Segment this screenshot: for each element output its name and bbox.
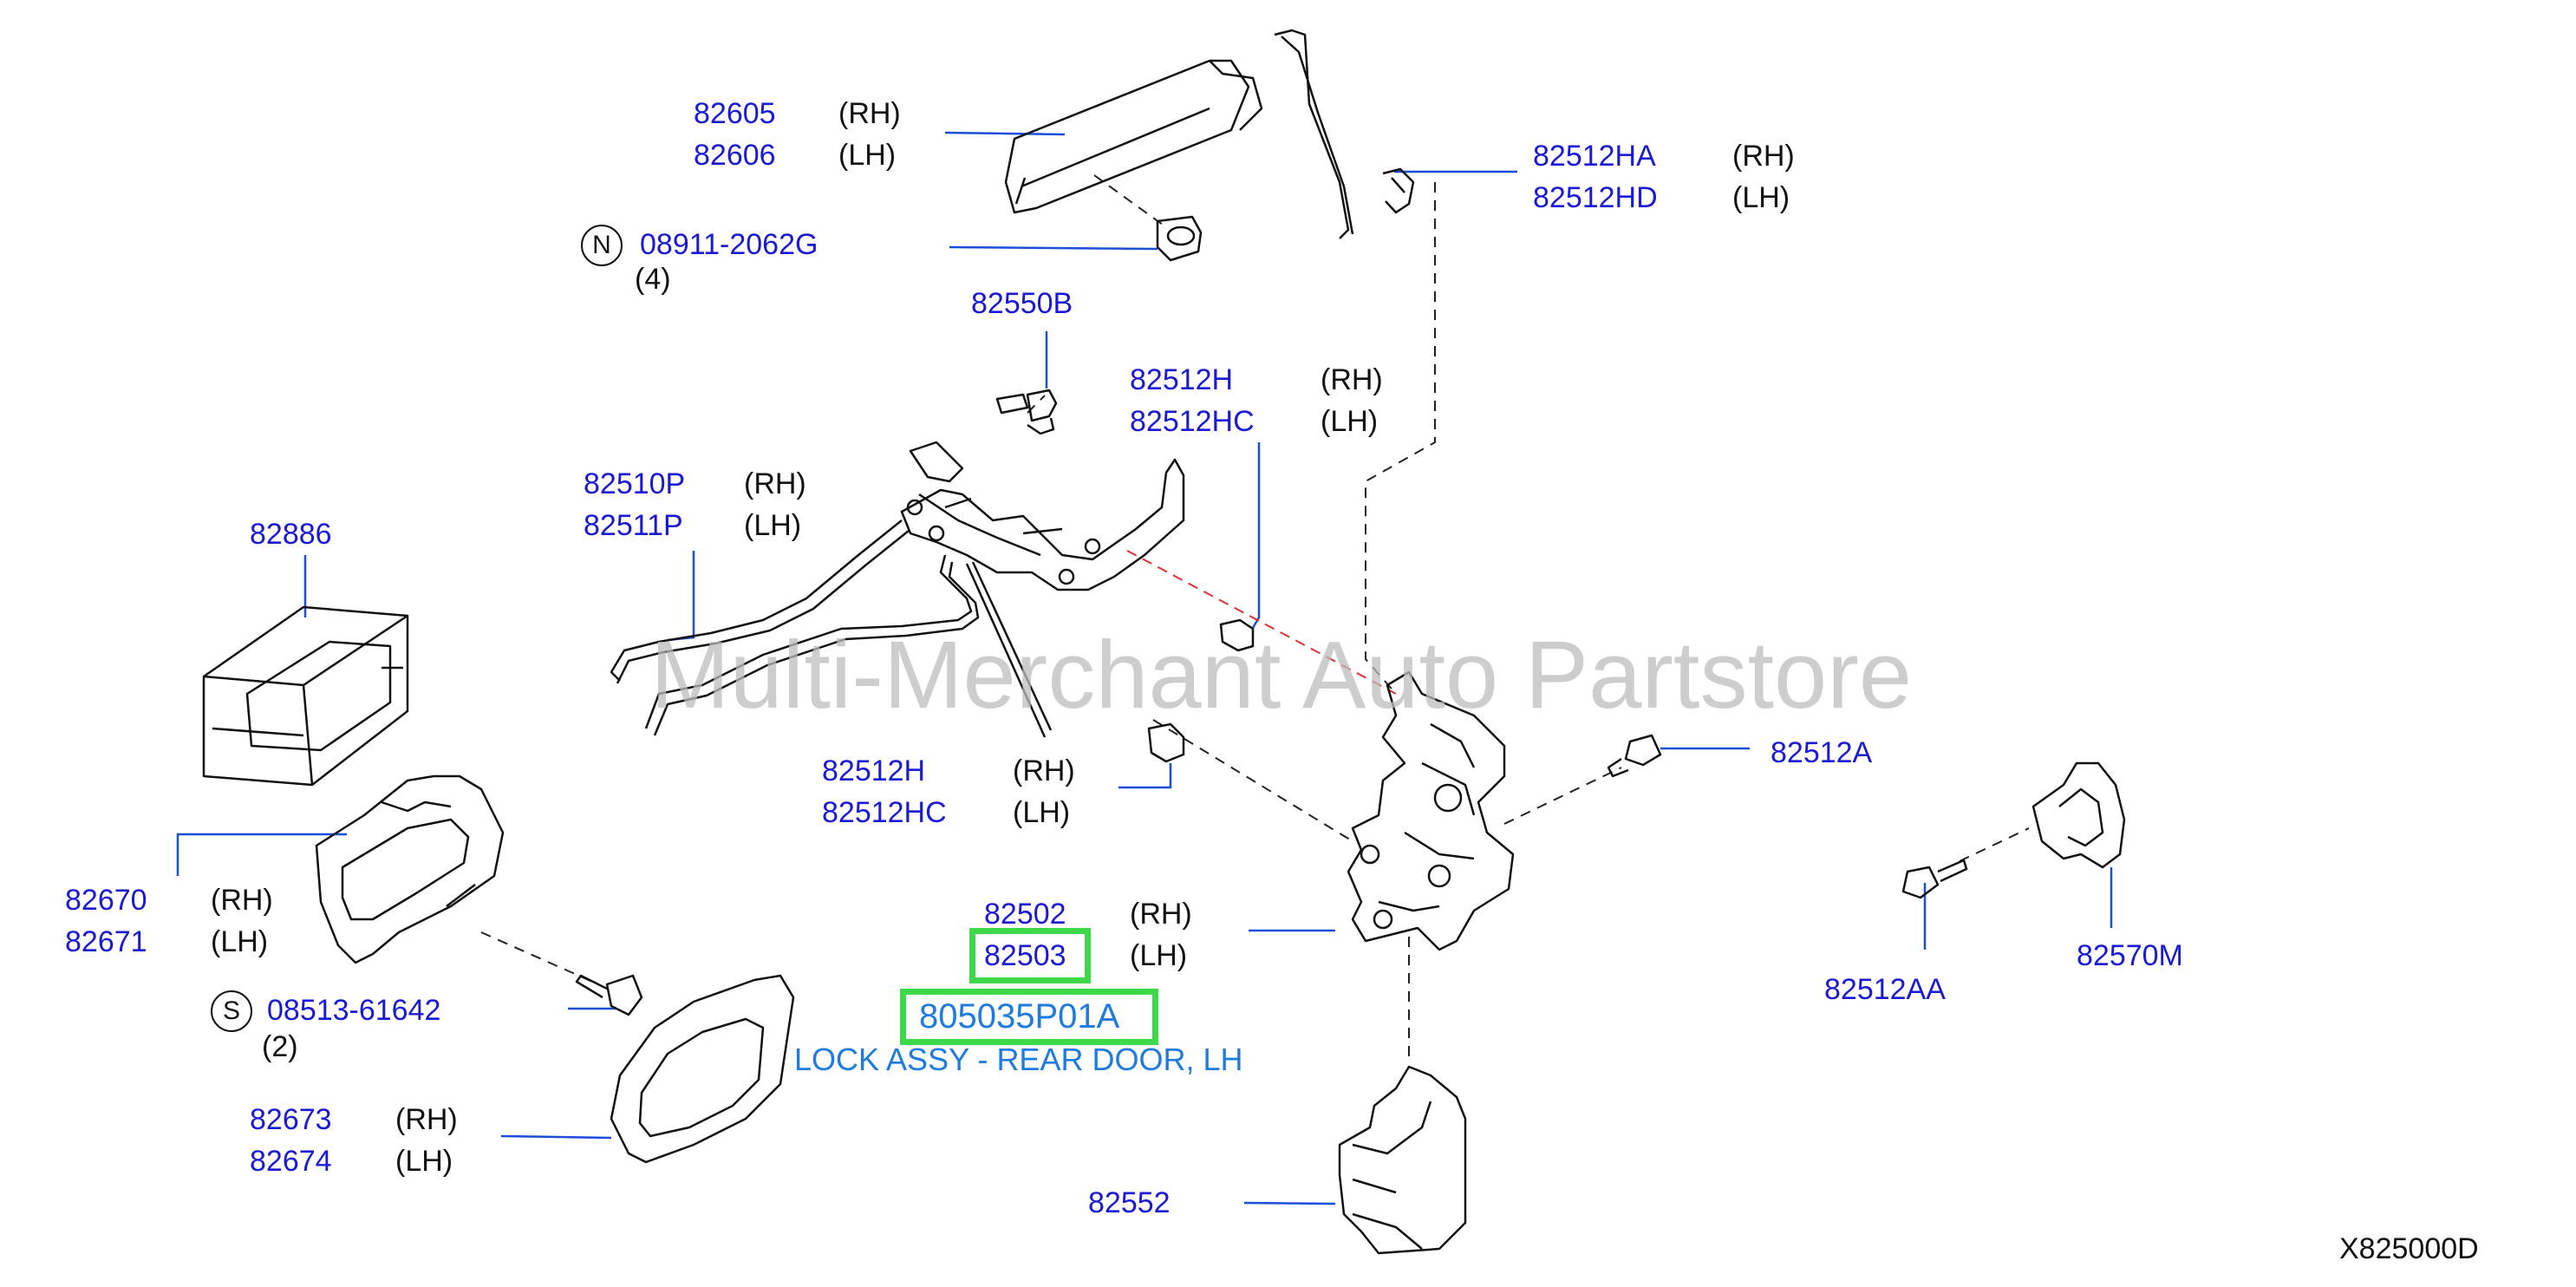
diagram-reference-code: X825000D: [2339, 1232, 2479, 1265]
callout-82510p-side: (RH): [744, 467, 806, 500]
highlight-box-82503: [969, 928, 1091, 983]
callout-82671-number[interactable]: 82671: [65, 925, 147, 958]
callout-82606-side: (LH): [838, 139, 897, 172]
callout-08513-61642-qty: (2): [262, 1030, 298, 1063]
callout-82512aa-number[interactable]: 82512AA: [1824, 973, 1946, 1006]
callout-805035p01a-number[interactable]: 805035P01A: [919, 997, 1120, 1035]
callout-82673-side: (RH): [395, 1103, 458, 1136]
callout-82673-number[interactable]: 82673: [250, 1103, 332, 1136]
part-description: LOCK ASSY - REAR DOOR, LH: [794, 1042, 1243, 1077]
callout-08911-2062g-number[interactable]: 08911-2062G: [640, 228, 818, 261]
callout-82550b-number[interactable]: 82550B: [971, 287, 1073, 320]
watermark: Multi-Merchant Auto Partstore: [650, 622, 1913, 728]
callout-82502-side: (RH): [1130, 898, 1192, 931]
callout-82674-side: (LH): [395, 1145, 453, 1178]
leader-lines: [176, 131, 2113, 1205]
callout-82886-number[interactable]: 82886: [250, 518, 332, 551]
callout-82605-number[interactable]: 82605: [694, 97, 776, 130]
callout-82605-side: (RH): [838, 97, 901, 130]
note-circle-s: S: [211, 990, 252, 1032]
callout-82510p-number[interactable]: 82510P: [584, 467, 686, 500]
callout-82512h-upper-number[interactable]: 82512H: [1130, 363, 1234, 396]
callout-82512hc-lower-number[interactable]: 82512HC: [822, 796, 947, 829]
callout-08513-61642-number[interactable]: 08513-61642: [267, 994, 441, 1027]
callout-82512hc-lower-side: (LH): [1013, 796, 1071, 829]
callout-82512hd-side: (LH): [1732, 181, 1790, 214]
callout-82670-number[interactable]: 82670: [65, 884, 147, 917]
highlight-box-805035p01a: [900, 989, 1158, 1045]
callout-82512hc-upper-side: (LH): [1321, 405, 1379, 438]
callout-82512hd-number[interactable]: 82512HD: [1533, 181, 1658, 214]
callout-82512hc-upper-number[interactable]: 82512HC: [1130, 405, 1255, 438]
callout-82502-number[interactable]: 82502: [984, 898, 1066, 931]
callout-82606-number[interactable]: 82606: [694, 139, 776, 172]
callout-08911-2062g-qty: (4): [635, 263, 671, 296]
callout-82512ha-number[interactable]: 82512HA: [1533, 140, 1656, 173]
part-drawings: [202, 29, 2126, 1255]
callout-82512a-number[interactable]: 82512A: [1771, 736, 1873, 769]
callout-82671-side: (LH): [211, 925, 269, 958]
callout-82511p-number[interactable]: 82511P: [584, 509, 683, 542]
note-circle-n: N: [581, 225, 623, 266]
callout-82670-side: (RH): [211, 884, 273, 917]
callout-82570m-number[interactable]: 82570M: [2077, 939, 2183, 972]
callout-82512ha-side: (RH): [1732, 140, 1795, 173]
callout-82503-side: (LH): [1130, 939, 1188, 972]
callout-82674-number[interactable]: 82674: [250, 1145, 332, 1178]
callout-82512h-lower-side: (RH): [1013, 755, 1075, 787]
callout-82552-number[interactable]: 82552: [1088, 1186, 1171, 1219]
callout-82512h-lower-number[interactable]: 82512H: [822, 755, 926, 787]
callout-82511p-side: (LH): [744, 509, 802, 542]
callout-82512h-upper-side: (RH): [1321, 363, 1383, 396]
callout-82503-number[interactable]: 82503: [984, 939, 1066, 972]
